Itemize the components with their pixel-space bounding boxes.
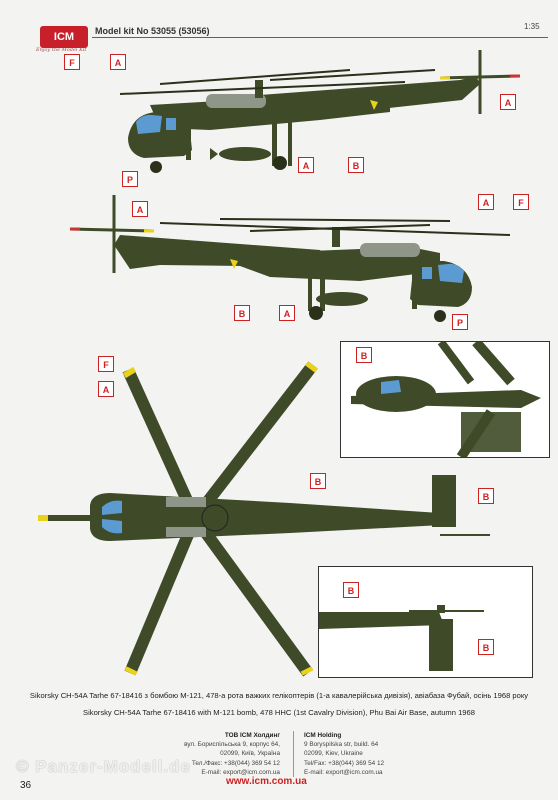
callout-b: B (348, 157, 364, 173)
tail-inset-drawing (319, 605, 484, 671)
callout-a: A (500, 94, 516, 110)
underside-inset (340, 338, 550, 460)
footer-divider (293, 731, 294, 777)
header-rule (92, 37, 548, 38)
callout-a: A (110, 54, 126, 70)
website-link[interactable]: www.icm.com.ua (226, 776, 307, 787)
callout-b: B (234, 305, 250, 321)
footer-ua-company: ТОВ ICM Холдинг (224, 732, 280, 739)
callout-p: P (122, 171, 138, 187)
footer-en-line4: E-mail: export@icm.com.ua (304, 768, 383, 776)
underside-inset-drawing (351, 338, 541, 460)
callout-a: A (279, 305, 295, 321)
callout-f: F (64, 54, 80, 70)
callout-p: P (452, 314, 468, 330)
callout-f: F (513, 194, 529, 210)
caption-english: Sikorsky CH-54A Tarhe 67-18416 with M-12… (83, 708, 475, 717)
footer-en-line2: 02099, Kiev, Ukraine (304, 750, 363, 758)
footer-ua-line1: вул. Бориспільська 9, корпус 64, (184, 741, 280, 749)
footer-en-line1: 9 Boryspilska str, build. 64 (304, 741, 379, 749)
callout-b: B (356, 347, 372, 363)
caption-ukrainian: Sikorsky CH-54A Tarhe 67-18416 з бомбою … (29, 691, 529, 700)
callout-b: B (343, 582, 359, 598)
callout-a: A (478, 194, 494, 210)
scale-label: 1:35 (524, 22, 540, 31)
icm-logo: ICM (40, 26, 88, 48)
kit-title: Model kit No 53055 (53056) (95, 26, 210, 36)
callout-a: A (98, 381, 114, 397)
footer-en-address: ICM Holding 9 Boryspilska str, build. 64… (304, 731, 384, 777)
footer-en-company: ICM Holding (304, 732, 342, 739)
tail-inset (318, 566, 533, 678)
callout-f: F (98, 356, 114, 372)
callout-a: A (132, 201, 148, 217)
top-view (38, 361, 490, 677)
footer-ua-address: ТОВ ICM Холдинг вул. Бориспільська 9, ко… (175, 731, 280, 777)
footer-ua-line4: E-mail: export@icm.com.ua (201, 768, 280, 776)
right-side-profile (70, 195, 511, 322)
watermark: © Panzer-Modell.de (16, 757, 192, 776)
callout-b: B (478, 639, 494, 655)
callout-a: A (298, 157, 314, 173)
callout-b: B (310, 473, 326, 489)
callout-b: B (478, 488, 494, 504)
left-side-profile (119, 50, 521, 173)
footer-ua-line3: Тел./Факс: +38(044) 369 54 12 (191, 759, 280, 767)
logo-tagline: Enjoy the Model Kit (36, 47, 87, 53)
footer-en-line3: Tel/Fax: +38(044) 369 54 12 (304, 759, 385, 767)
page-number: 36 (20, 780, 32, 791)
footer-ua-line2: 02099, Київ, Україна (220, 750, 280, 758)
